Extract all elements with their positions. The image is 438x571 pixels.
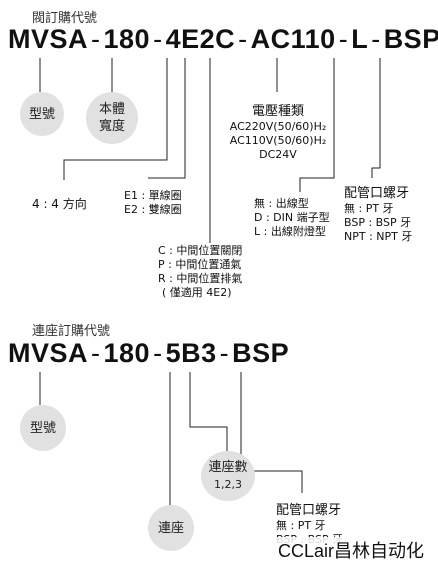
thread-option-3: NPT : NPT 牙 <box>344 230 413 243</box>
connector2-thread <box>240 372 303 493</box>
bubble2-model: 型號 <box>20 405 66 451</box>
code2-thread: BSP <box>232 338 290 368</box>
voltage-option-1: AC220V(50/60)H₂ <box>229 120 327 133</box>
bubble-body-width-label: 本體寬度 <box>98 102 125 134</box>
voltage-option-2: AC110V(50/60)H₂ <box>229 134 327 147</box>
wire-block: 無 : 出線型 D : DIN 端子型 L : 出線附燈型 <box>254 197 330 239</box>
voltage-title: 電壓種類 <box>251 104 304 119</box>
center-note: ( 僅適用 4E2) <box>162 286 232 299</box>
code-thread: BSP <box>383 24 438 54</box>
code2-size: 180 <box>103 338 151 368</box>
code-voltage: AC110 <box>250 24 336 54</box>
wire-option-1: 無 : 出線型 <box>254 197 309 210</box>
section1-title: 閥訂購代號 <box>32 11 98 26</box>
bubble-base: 連座 <box>148 505 194 551</box>
coil-option-1: E1 : 單線圈 <box>124 189 182 202</box>
connector2-count <box>189 372 228 451</box>
center-option-2: P : 中間位置通氣 <box>158 258 242 271</box>
thread-title: 配管口螺牙 <box>344 186 410 201</box>
bubble2-model-label: 型號 <box>29 420 56 436</box>
section2-title: 連座訂購代號 <box>32 324 111 339</box>
connector-ratio <box>63 58 168 180</box>
ratio-label: 4 : 4 方向 <box>32 197 87 211</box>
code-size: 180 <box>103 24 151 54</box>
code-function: 4E2C <box>165 24 236 54</box>
thread-block: 配管口螺牙 無 : PT 牙 BSP : BSP 牙 NPT : NPT 牙 <box>344 186 412 244</box>
code-model: MVSA <box>8 24 89 54</box>
watermark: CCLair昌林自动化 <box>276 537 427 563</box>
wire-option-3: L : 出線附燈型 <box>254 225 326 238</box>
bubble-model: 型號 <box>20 92 64 136</box>
code2-count: 5B3 <box>165 338 217 368</box>
center-block: C : 中間位置關閉 P : 中間位置通氣 R : 中間位置排氣 ( 僅適用 4… <box>158 244 242 300</box>
connector-coil <box>148 58 186 179</box>
coil-option-2: E2 : 雙線圈 <box>124 203 182 216</box>
bubble-model-label: 型號 <box>28 106 55 122</box>
connector-wire <box>299 58 335 192</box>
thread2-option-1: 無 : PT 牙 <box>276 519 326 532</box>
connector-thread <box>371 58 381 178</box>
code2-model: MVSA <box>8 338 89 368</box>
bubble-body-width: 本體寬度 <box>86 92 138 144</box>
section2-order-code: MVSA-180-5B3-BSP <box>8 338 290 368</box>
center-option-1: C : 中間位置關閉 <box>158 244 243 257</box>
section1-order-code: MVSA-180-4E2C-AC110-L-BSP <box>8 24 438 55</box>
code-wire: L <box>351 24 369 54</box>
center-option-3: R : 中間位置排氣 <box>158 272 243 285</box>
thread2-title: 配管口螺牙 <box>276 503 342 518</box>
voltage-option-3: DC24V <box>259 148 297 161</box>
bubble-base-label: 連座 <box>157 520 184 536</box>
coil-block: E1 : 單線圈 E2 : 雙線圈 <box>124 189 182 217</box>
wire-option-2: D : DIN 端子型 <box>254 211 330 224</box>
thread-option-2: BSP : BSP 牙 <box>344 216 412 229</box>
thread-option-1: 無 : PT 牙 <box>344 202 394 215</box>
voltage-block: 電壓種類 AC220V(50/60)H₂ AC110V(50/60)H₂ DC2… <box>228 104 328 162</box>
